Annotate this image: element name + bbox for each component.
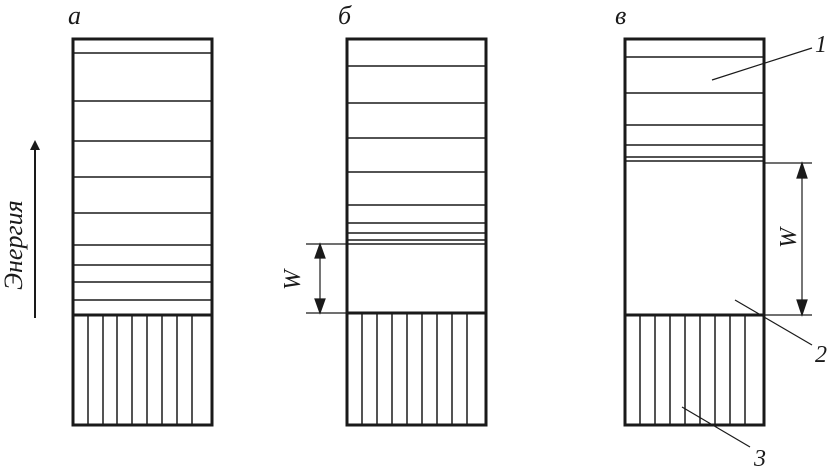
callout-3: 3 [753, 446, 766, 470]
panel-b-filled-band-hatching [361, 313, 468, 425]
panel-label-a: а [68, 1, 81, 30]
panel-v-gap-label: W [776, 226, 802, 248]
energy-axis-label: Энергия [0, 200, 28, 290]
panel-b-energy-levels [347, 65, 486, 245]
panel-a-energy-levels [73, 52, 212, 301]
panel-a-frame [71, 37, 214, 427]
panel-a-filled-band-hatching [87, 315, 193, 425]
panel-b-diagram: W [280, 37, 488, 427]
panel-label-v: в [615, 1, 626, 30]
panel-v-gap-dimension [764, 161, 812, 317]
panel-b-gap-label: W [280, 268, 306, 290]
panel-v-filled-band-hatching [639, 315, 746, 425]
panel-b-frame [345, 37, 488, 427]
panel-b-gap-dimension [306, 242, 347, 315]
panel-v-diagram: W 1 2 3 [623, 32, 827, 470]
callout-2: 2 [815, 342, 827, 368]
callout-1: 1 [815, 32, 827, 58]
panel-v-callout-leaders [681, 47, 813, 448]
panel-v-frame [623, 37, 766, 427]
panel-a-diagram [71, 37, 214, 427]
panel-label-b: б [338, 1, 352, 30]
panel-v-energy-levels [625, 56, 764, 162]
